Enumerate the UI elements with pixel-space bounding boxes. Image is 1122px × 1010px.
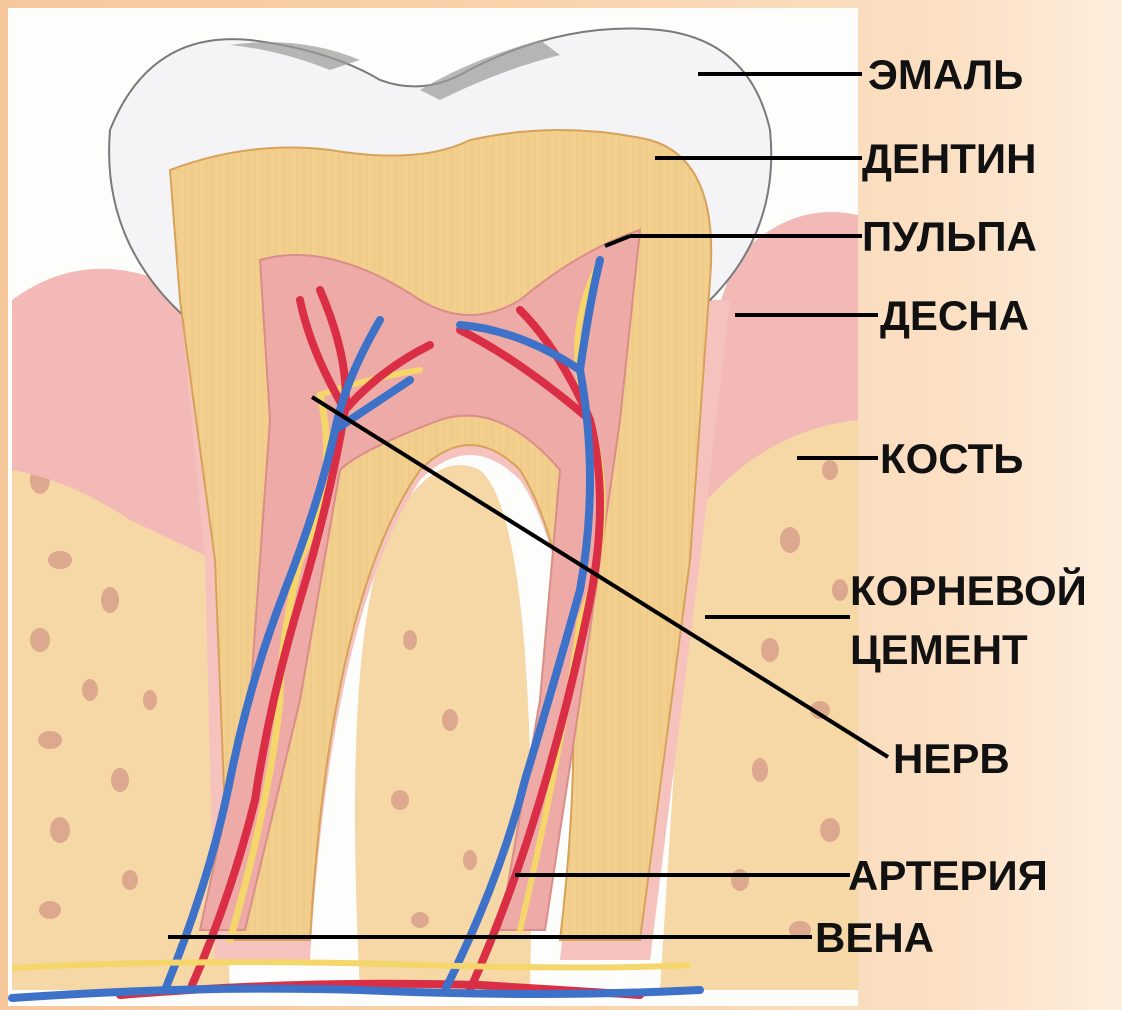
label-nerve: НЕРВ (893, 735, 1010, 782)
label-cement-line1: КОРНЕВОЙ (850, 566, 1087, 614)
label-pulp: ПУЛЬПА (862, 213, 1037, 260)
label-bone: КОСТЬ (880, 435, 1023, 482)
label-artery: АРТЕРИЯ (848, 852, 1048, 899)
label-gum: ДЕСНА (880, 292, 1029, 339)
label-vein: ВЕНА (815, 914, 934, 961)
label-dentin: ДЕНТИН (862, 135, 1036, 182)
label-enamel: ЭМАЛЬ (868, 51, 1023, 98)
label-cement-line2: ЦЕМЕНТ (850, 626, 1028, 673)
